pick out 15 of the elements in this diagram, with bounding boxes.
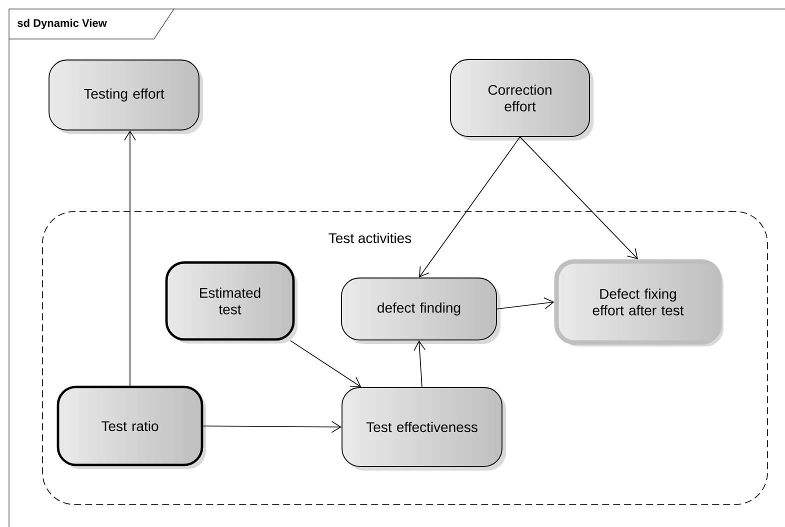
state-box: Testing effort	[48, 60, 203, 134]
state-box: Correction effort	[450, 59, 594, 140]
arrow	[414, 340, 426, 388]
arrow	[419, 136, 520, 278]
frame-tab: sd Dynamic View	[8, 8, 174, 40]
arrow	[290, 340, 362, 388]
state-box: Test ratio	[56, 386, 206, 469]
state-box: defect finding	[341, 278, 500, 344]
state-box: Defect fixing effort after test	[554, 259, 724, 346]
state-box: Test effectiveness	[342, 387, 506, 470]
state-box: Estimated test	[165, 261, 298, 344]
arrow	[124, 130, 136, 386]
arrow	[202, 421, 342, 433]
arrow	[496, 297, 554, 310]
arrow	[520, 136, 638, 260]
